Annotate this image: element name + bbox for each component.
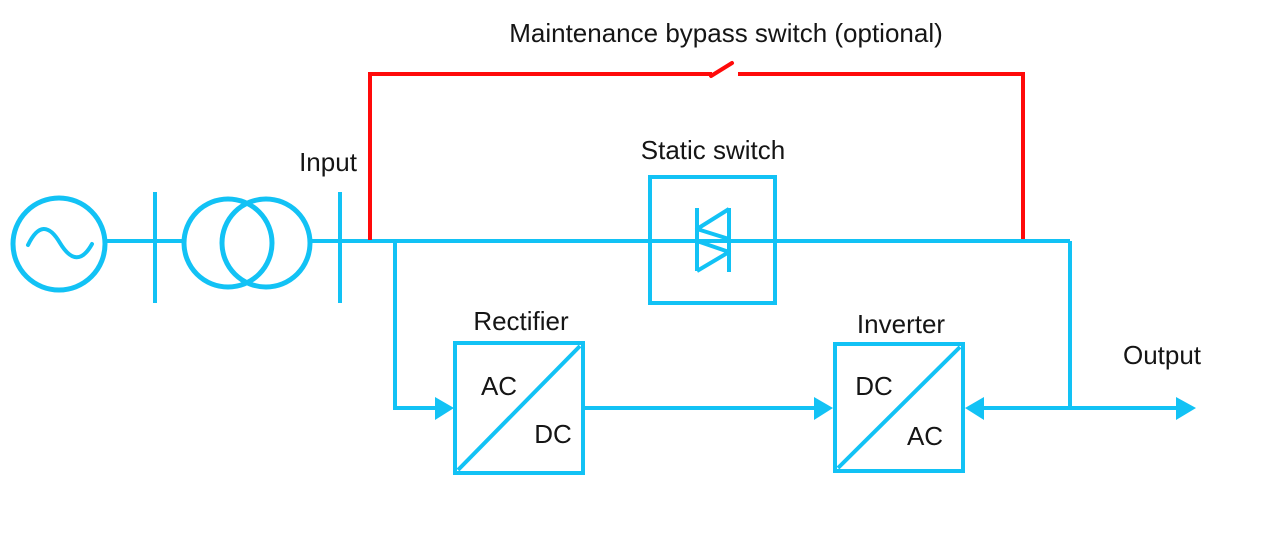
triac-icon (695, 207, 731, 273)
rectifier-dc-port-label: DC (534, 419, 572, 449)
rectifier-label: Rectifier (473, 306, 569, 336)
inverter-output-arrow-icon (965, 397, 984, 420)
inverter-box (833, 342, 965, 473)
static-switch-box (648, 175, 777, 305)
bypass-line (368, 72, 1025, 240)
bypass-title-label: Maintenance bypass switch (optional) (509, 18, 943, 48)
output-arrow-icon (1176, 397, 1196, 420)
input-label: Input (299, 147, 357, 177)
inverter-dc-port-label: DC (855, 371, 893, 401)
transformer-icon (181, 196, 313, 290)
inverter-label: Inverter (856, 309, 946, 339)
ac-source-icon (10, 195, 108, 293)
static-switch-label: Static switch (640, 135, 786, 165)
output-label: Output (1122, 340, 1202, 370)
inverter-ac-port-label: AC (906, 421, 944, 451)
inverter-input-arrow-icon (814, 397, 833, 420)
rectifier-input-arrow-icon (435, 397, 454, 420)
bypass-switch-icon (709, 61, 734, 78)
rectifier-box (453, 341, 585, 475)
rectifier-feed-line (393, 241, 436, 410)
rectifier-ac-port-label: AC (480, 371, 518, 401)
busbar-icon (153, 192, 342, 303)
